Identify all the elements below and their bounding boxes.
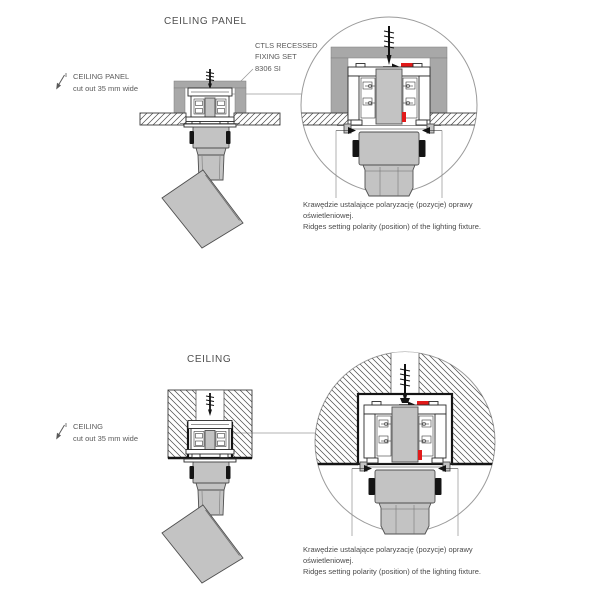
ceiling-panel-hatch-left xyxy=(139,112,187,126)
bottom-section-title: CEILING xyxy=(187,354,232,365)
top-caption: Krawędzie ustalające polaryzację (pozycj… xyxy=(303,200,509,233)
bottom-main-drawing xyxy=(161,389,318,584)
screw xyxy=(205,393,215,416)
cut-icon xyxy=(55,72,67,90)
ceiling-panel-hatch-right xyxy=(233,112,281,126)
bottom-detail-circle xyxy=(314,351,496,537)
screw xyxy=(205,69,215,90)
ceiling-panel-hatch-left-magnified xyxy=(301,112,349,126)
top-caption-pl: Krawędzie ustalające polaryzację (pozycj… xyxy=(303,200,473,220)
cut-icon xyxy=(55,422,67,440)
bottom-cutout-note: CEILING cut out 35 mm wide xyxy=(53,421,138,444)
top-section-title: CEILING PANEL xyxy=(164,16,247,27)
fixing-set-label: CTLS RECESSED FIXING SET 8306 SI xyxy=(255,41,318,73)
bottom-caption-pl: Krawędzie ustalające polaryzację (pozycj… xyxy=(303,545,473,565)
bottom-cutout-note-line1: CEILING xyxy=(73,422,104,431)
fixing-set-leader-line xyxy=(239,68,254,83)
bottom-cutout-note-line2: cut out 35 mm wide xyxy=(73,433,139,443)
top-detail-circle xyxy=(300,16,478,199)
top-caption-en: Ridges setting polarity (position) of th… xyxy=(303,221,482,231)
top-cutout-note-line1: CEILING PANEL xyxy=(73,72,130,81)
top-cutout-note: CEILING PANEL cut out 35 mm wide xyxy=(53,71,138,94)
top-cutout-note-line2: cut out 35 mm wide xyxy=(73,83,139,93)
ceiling-panel-hatch-right-magnified xyxy=(429,112,477,126)
bottom-caption-en: Ridges setting polarity (position) of th… xyxy=(303,566,482,576)
bottom-caption: Krawędzie ustalające polaryzację (pozycj… xyxy=(303,545,509,578)
top-main-drawing xyxy=(139,68,310,249)
